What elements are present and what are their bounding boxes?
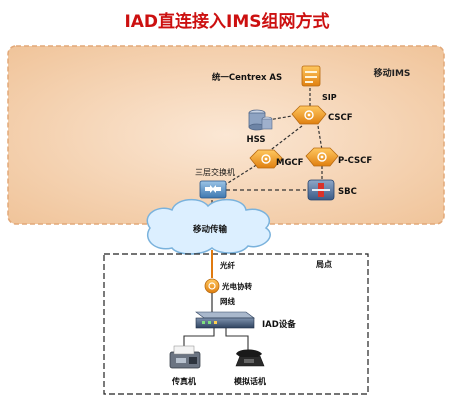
analog-phone	[235, 349, 265, 367]
cscf-node	[291, 105, 327, 125]
converter-node	[204, 278, 220, 294]
cscf-label: CSCF	[328, 113, 353, 123]
transport-label: 移动传输	[193, 224, 228, 235]
link-iad-fax	[183, 328, 215, 352]
site-label: 局点	[315, 259, 332, 269]
switch-label: 三层交换机	[195, 167, 235, 177]
pcscf-label: P-CSCF	[338, 156, 372, 166]
mgcf-node	[249, 149, 283, 169]
link-iad-phone	[225, 328, 249, 352]
sbc-label: SBC	[338, 187, 357, 197]
link-cscf-pcscf	[317, 125, 323, 151]
pcscf-node	[305, 147, 339, 167]
transport-cloud	[146, 198, 271, 255]
fiber-label: 光纤	[219, 260, 235, 270]
iad-device	[195, 311, 255, 329]
site-box	[103, 253, 369, 395]
hss-node	[248, 109, 273, 131]
sbc-node	[307, 179, 335, 201]
link-cscf-mgcf	[267, 125, 303, 153]
converter-label: 光电协转	[221, 281, 252, 291]
link-hss-cscf	[267, 115, 293, 121]
page-title: IAD直连接入IMS组网方式	[124, 11, 329, 32]
layer3-switch-node	[199, 180, 227, 199]
mgcf-label: MGCF	[276, 158, 304, 168]
fax-label: 传真机	[171, 376, 196, 386]
centrex-as-label: 统一Centrex AS	[212, 72, 282, 83]
fax-machine	[169, 345, 201, 369]
sip-label: SIP	[322, 93, 337, 102]
centrex-as-node	[301, 65, 321, 87]
cable-label: 网线	[220, 296, 235, 306]
ims-domain-label: 移动IMS	[374, 67, 411, 79]
hss-label: HSS	[247, 135, 266, 145]
iad-label: IAD设备	[262, 319, 296, 330]
phone-label: 模拟话机	[234, 376, 266, 386]
